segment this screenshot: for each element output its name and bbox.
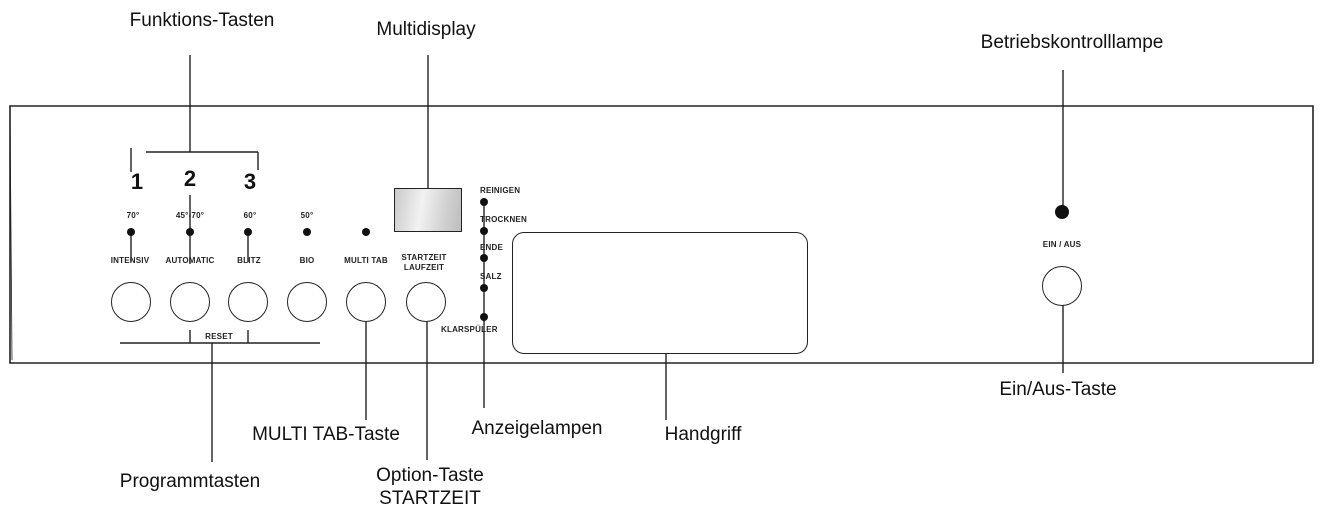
program-lamp-blitz [244, 228, 252, 236]
program-button-automatic[interactable] [170, 282, 210, 322]
program-lamp-intensiv [127, 228, 135, 236]
program-button-intensiv[interactable] [111, 282, 151, 322]
function-number-2: 2 [183, 166, 197, 191]
starttime-label: STARTZEIT LAUFZEIT [401, 253, 446, 273]
indicator-label-salz: SALZ [480, 272, 502, 281]
temperature-label-automatic: 45°-70° [175, 211, 205, 220]
function-number-1: 1 [130, 169, 144, 194]
indicator-label-trocknen: TROCKNEN [480, 215, 527, 224]
indicator-lamp-salz [480, 284, 488, 292]
indicator-lamp-trocknen [480, 227, 488, 235]
door-handle[interactable] [512, 232, 808, 354]
program-lamp-bio [303, 228, 311, 236]
program-label-automatic: AUTOMATIC [165, 256, 215, 265]
function-number-3: 3 [243, 169, 257, 194]
on-off-label: EIN / AUS [1042, 240, 1082, 249]
temperature-label-intensiv: 70° [126, 211, 140, 220]
callout-option-key: Option-Taste STARTZEIT [376, 464, 484, 510]
multidisplay [394, 188, 462, 232]
callout-multitab-key: MULTI TAB-Taste [252, 424, 400, 445]
program-label-blitz: BLITZ [237, 256, 261, 265]
program-button-bio[interactable] [287, 282, 327, 322]
status-lamp [1055, 205, 1069, 219]
program-button-blitz[interactable] [228, 282, 268, 322]
multitab-button[interactable] [346, 282, 386, 322]
starttime-button[interactable] [406, 282, 446, 322]
callout-status-lamp: Betriebskontrolllampe [980, 32, 1164, 53]
starttime-label-line1: STARTZEIT [401, 253, 447, 262]
callout-on-off-key: Ein/Aus-Taste [999, 379, 1117, 400]
reset-label: RESET [205, 332, 233, 341]
callout-indicator-lamps: Anzeigelampen [471, 418, 603, 439]
indicator-label-reinigen: REINIGEN [480, 186, 521, 195]
indicator-label-klarspueler: KLARSPÜLER [441, 325, 498, 334]
on-off-button[interactable] [1042, 266, 1082, 306]
callout-function-keys: Funktions-Tasten [129, 10, 275, 31]
starttime-label-line2: LAUFZEIT [403, 263, 445, 272]
callout-handle: Handgriff [664, 424, 742, 445]
callout-program-keys: Programmtasten [119, 471, 261, 492]
callout-option-key-line1: Option-Taste [376, 465, 484, 486]
multitab-label: MULTI TAB [344, 256, 388, 265]
callout-multidisplay: Multidisplay [376, 19, 476, 40]
indicator-lamp-klarspueler [480, 313, 488, 321]
indicator-label-ende: ENDE [480, 243, 504, 252]
callout-option-key-line2: STARTZEIT [379, 488, 481, 509]
multitab-lamp [362, 228, 370, 236]
indicator-lamp-reinigen [480, 198, 488, 206]
program-label-bio: BIO [299, 256, 315, 265]
program-lamp-automatic [186, 228, 194, 236]
program-label-intensiv: INTENSIV [110, 256, 150, 265]
temperature-label-bio: 50° [300, 211, 314, 220]
temperature-label-blitz: 60° [243, 211, 257, 220]
indicator-lamp-ende [480, 254, 488, 262]
